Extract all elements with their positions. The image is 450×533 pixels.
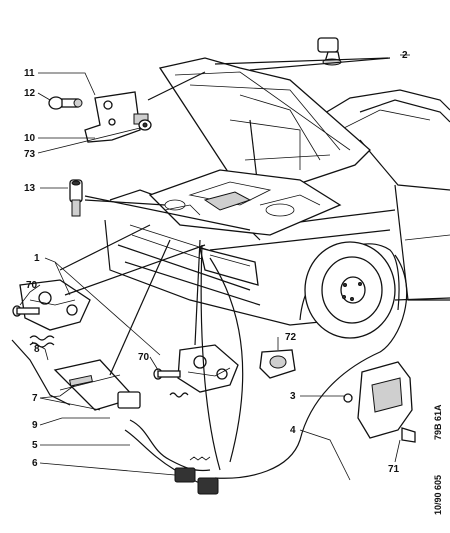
callout-70-center: 70 bbox=[138, 352, 150, 363]
callout-7: 7 bbox=[32, 393, 38, 404]
spring-center bbox=[169, 392, 189, 398]
callout-10: 10 bbox=[24, 133, 36, 144]
callout-9: 9 bbox=[32, 420, 38, 431]
callout-6: 6 bbox=[32, 458, 38, 469]
callout-72: 72 bbox=[285, 332, 297, 343]
cable-junction-6 bbox=[174, 456, 219, 495]
callout-5: 5 bbox=[32, 440, 38, 451]
sheet-code: 10/90 605 bbox=[433, 475, 443, 515]
nut-73 bbox=[138, 119, 152, 131]
front-wheel bbox=[304, 241, 396, 339]
hood-buffer-2 bbox=[317, 37, 342, 66]
callout-12: 12 bbox=[24, 88, 36, 99]
callout-71: 71 bbox=[388, 464, 400, 475]
bolt-12 bbox=[48, 96, 83, 110]
callout-13: 13 bbox=[24, 183, 36, 194]
callout-70-left: 70 bbox=[26, 280, 38, 291]
side-codes: 79B 61A 10/90 605 bbox=[433, 404, 443, 515]
screw-70-center bbox=[153, 368, 181, 380]
callout-8: 8 bbox=[34, 344, 40, 355]
release-cables bbox=[124, 254, 408, 495]
cable-clip-72 bbox=[259, 349, 296, 379]
lock-assembly-1 bbox=[12, 279, 91, 331]
callout-11: 11 bbox=[24, 68, 35, 79]
safety-rod bbox=[11, 339, 71, 406]
callout-1: 1 bbox=[34, 253, 40, 264]
striker-plate-7 bbox=[53, 359, 141, 411]
callout-4: 4 bbox=[290, 425, 296, 436]
callout-73: 73 bbox=[24, 149, 36, 160]
callout-leaders bbox=[19, 54, 410, 481]
lock-assembly-center bbox=[153, 344, 239, 398]
clip-13 bbox=[69, 179, 83, 217]
guide-arrows bbox=[59, 57, 391, 471]
open-hood bbox=[158, 57, 371, 206]
figure-code: 79B 61A bbox=[433, 404, 443, 440]
callout-3: 3 bbox=[290, 391, 296, 402]
release-handle-71 bbox=[343, 361, 416, 443]
callout-labels: 2 11 12 10 73 13 1 70 8 70 72 7 3 9 4 5 … bbox=[24, 50, 408, 475]
callout-2: 2 bbox=[402, 50, 408, 61]
screw-70-left bbox=[12, 305, 40, 317]
hood-bracket-assembly bbox=[48, 91, 152, 143]
